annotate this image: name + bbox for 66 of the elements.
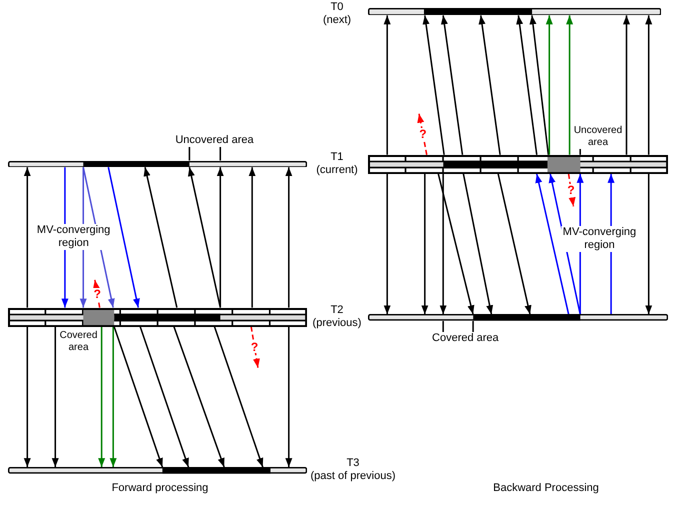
- vector-arrow: [438, 174, 474, 314]
- vector-arrow: [214, 326, 264, 468]
- vector-arrow: [497, 174, 532, 314]
- vector-arrow: [478, 15, 501, 155]
- vector-arrow: [61, 167, 68, 308]
- dashed-arrow: [417, 114, 428, 155]
- vector-arrow: [285, 167, 292, 308]
- vector-arrow: [645, 15, 652, 155]
- leader-line: [220, 146, 222, 161]
- vector-arrow: [422, 15, 445, 155]
- vector-arrow: [173, 326, 225, 468]
- frame-bar: [368, 154, 668, 174]
- region-label: MV-converging region: [562, 226, 638, 252]
- panel-caption: Backward Processing: [492, 482, 600, 495]
- vector-arrow: [440, 174, 447, 314]
- vector-arrow: [516, 15, 538, 155]
- edge-label: ?: [92, 288, 102, 300]
- edge-label: ?: [250, 341, 260, 354]
- area-label: Uncovered area: [174, 134, 255, 147]
- frame-bar: [368, 314, 668, 321]
- vector-arrow: [113, 326, 164, 468]
- dashed-arrow: [92, 280, 100, 308]
- vector-arrow: [216, 167, 224, 308]
- panel-caption: Forward processing: [110, 482, 210, 495]
- frame-label: T1 (current): [315, 151, 359, 177]
- frame-label: T3 (past of previous): [310, 457, 396, 483]
- leader-line: [579, 149, 581, 155]
- vector-arrow: [645, 174, 652, 314]
- vector-arrow: [80, 167, 87, 308]
- vector-arrow: [440, 15, 464, 155]
- vector-arrow: [24, 167, 31, 308]
- frame-label: T2 (previous): [312, 304, 362, 330]
- vector-arrow: [140, 326, 190, 468]
- vector-arrow: [535, 174, 570, 314]
- vector-arrow: [188, 167, 222, 308]
- vector-arrow: [566, 15, 574, 155]
- edge-label: ?: [418, 128, 428, 140]
- vector-arrow: [108, 167, 140, 308]
- dashed-arrow: [250, 326, 260, 368]
- vector-arrow: [110, 326, 117, 468]
- vector-arrow: [608, 174, 615, 314]
- vector-arrow: [623, 15, 630, 155]
- region-label: MV-converging region: [36, 224, 112, 250]
- vector-arrow: [98, 326, 106, 468]
- frame-bar: [8, 467, 308, 474]
- vector-arrow: [144, 167, 178, 308]
- dashed-arrow: [568, 174, 576, 206]
- leader-line: [472, 320, 474, 332]
- vector-arrow: [52, 326, 59, 468]
- leader-line: [442, 320, 444, 332]
- vector-arrow: [576, 174, 584, 314]
- frame-bar: [8, 308, 308, 327]
- frame-bar: [8, 160, 308, 168]
- vector-arrow: [546, 15, 553, 155]
- vector-arrow: [530, 15, 550, 155]
- vector-arrow: [285, 326, 292, 468]
- vector-arrow: [421, 174, 428, 314]
- edge-label: ?: [566, 184, 576, 196]
- leader-line: [188, 146, 190, 161]
- vector-arrow: [462, 174, 494, 314]
- frame-label: T0 (next): [322, 1, 352, 27]
- frame-bar: [368, 8, 662, 16]
- vector-arrow: [384, 15, 391, 155]
- vector-arrow: [24, 326, 31, 468]
- vector-arrow: [248, 167, 256, 308]
- vector-arrow: [384, 174, 391, 314]
